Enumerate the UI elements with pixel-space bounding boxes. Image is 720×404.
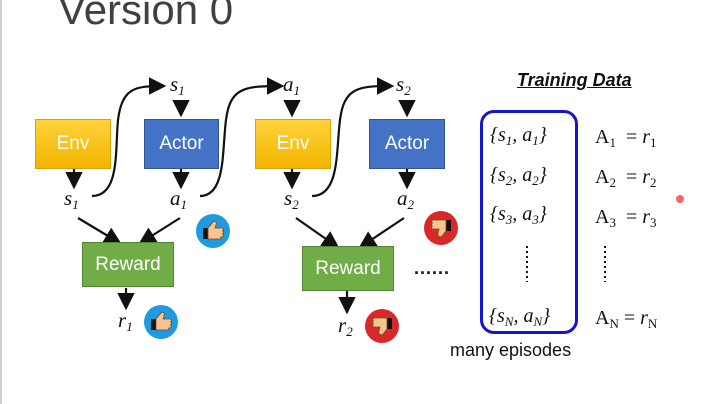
slide-edge [0, 0, 2, 404]
training-pair: {s2, a2} [490, 164, 547, 188]
reward-box-1: Reward [82, 242, 174, 287]
thumbs-up-icon [144, 305, 178, 339]
actor-box-2: Actor [369, 119, 445, 169]
action-a1-top: a1 [283, 72, 300, 98]
reward-box-2: Reward [302, 246, 394, 291]
training-pair: {sN, aN} [489, 305, 551, 329]
env-box-1: Env [35, 119, 111, 169]
training-pair: {s3, a3} [490, 203, 547, 227]
state-s1-top: s1 [170, 72, 185, 98]
advantage-equation: A2 = r2 [595, 166, 657, 190]
advantage-equation: A1 = r1 [595, 126, 657, 150]
actor-box-1: Actor [144, 119, 219, 169]
thumbs-up-icon [196, 214, 230, 248]
state-s2-top: s2 [396, 72, 411, 98]
many-episodes-caption: many episodes [450, 340, 572, 360]
action-a1-bottom: a1 [170, 186, 187, 212]
slide-title: Version 0 [58, 0, 234, 33]
env-box-2: Env [255, 119, 331, 169]
training-data-heading: Training Data [517, 70, 632, 90]
reward-r1: r1 [118, 308, 133, 334]
thumbs-down-icon [424, 211, 458, 245]
advantage-equation: AN = rN [595, 307, 658, 331]
state-s1-bottom: s1 [64, 186, 79, 212]
reward-r2: r2 [338, 313, 353, 339]
action-a2-bottom: a2 [397, 186, 414, 212]
training-pair: {s1, a1} [490, 124, 547, 148]
continuation-ellipsis: ...... [414, 258, 451, 278]
advantage-equation: A3 = r3 [595, 206, 657, 230]
state-s2-bottom: s2 [284, 186, 299, 212]
training-data-bracket [480, 110, 578, 334]
thumbs-down-icon [365, 309, 399, 343]
